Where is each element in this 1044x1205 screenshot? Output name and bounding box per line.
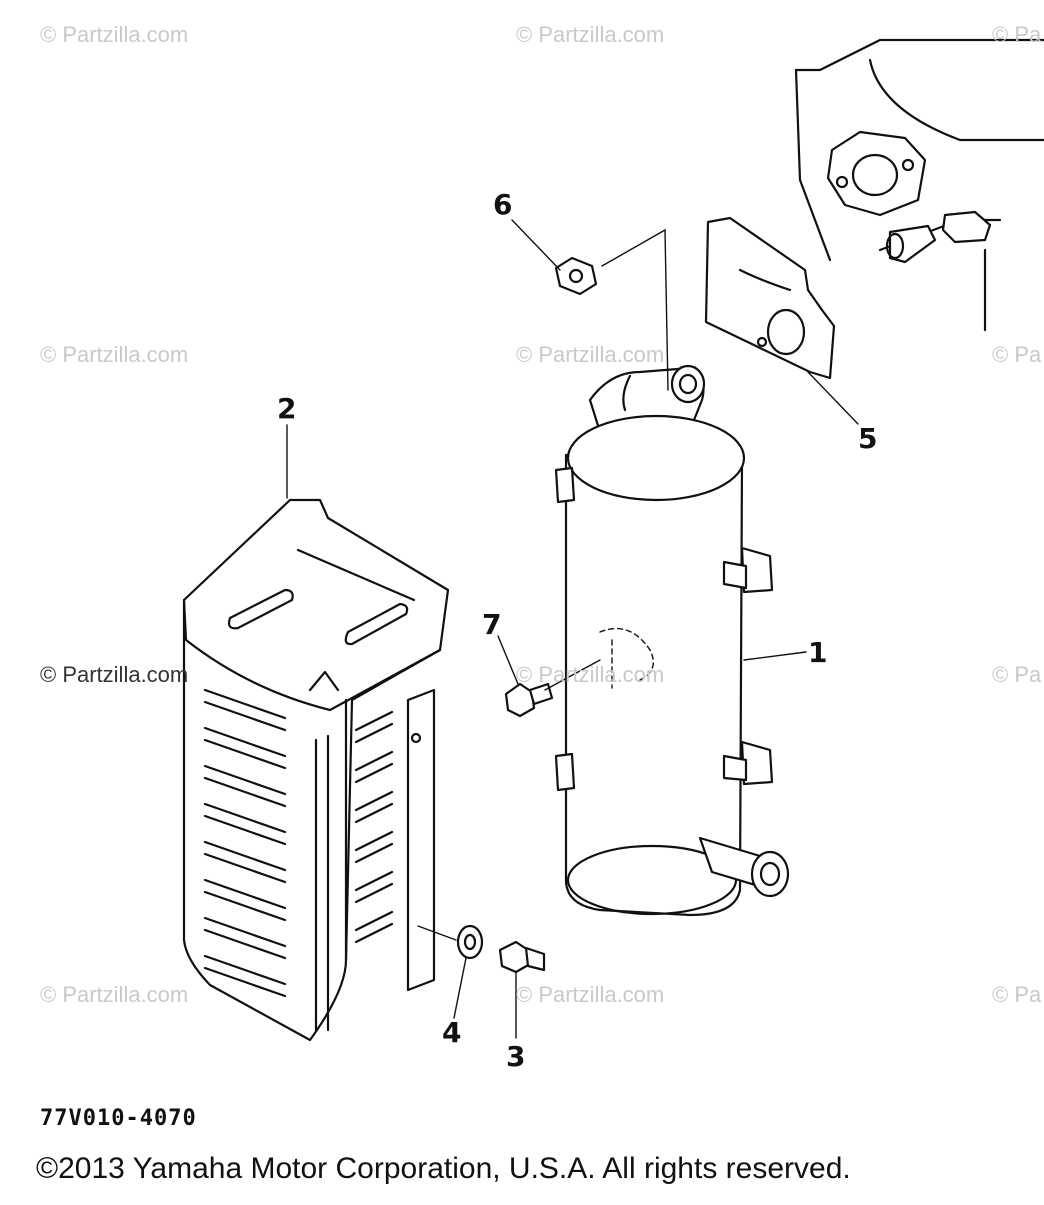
callout-part-5[interactable]: 5	[858, 422, 878, 455]
watermark: © Partzilla.com	[516, 982, 665, 1007]
diagram-code: 77V010-4070	[40, 1106, 197, 1131]
washer-part-4	[456, 924, 484, 960]
callout-part-7[interactable]: 7	[482, 608, 502, 641]
watermark: © Partzilla.com	[516, 22, 665, 47]
watermark: © Pa	[992, 22, 1042, 47]
callout-part-6[interactable]: 6	[493, 188, 513, 221]
leader-lines	[286, 219, 859, 1039]
watermark: © Pa	[992, 982, 1042, 1007]
vent-slots-left	[203, 688, 287, 998]
watermark: © Partzilla.com	[40, 662, 189, 687]
bolt-part-3	[498, 940, 546, 974]
callout-part-4[interactable]: 4	[442, 1016, 462, 1049]
watermark: © Pa	[992, 662, 1042, 687]
gasket-plate-part-5	[704, 216, 836, 380]
copyright-notice: ©2013 Yamaha Motor Corporation, U.S.A. A…	[36, 1152, 851, 1185]
heat-protector-part-2	[182, 498, 450, 1042]
engine-block-outline	[794, 38, 1044, 332]
vent-slots-right	[354, 710, 394, 944]
watermark: © Partzilla.com	[40, 22, 189, 47]
watermark: © Partzilla.com	[516, 662, 665, 687]
watermark: © Pa	[992, 342, 1042, 367]
callout-part-1[interactable]: 1	[808, 636, 828, 669]
callout-part-3[interactable]: 3	[506, 1040, 526, 1073]
callout-part-2[interactable]: 2	[277, 392, 297, 425]
muffler-part-1	[554, 364, 790, 917]
watermark: © Partzilla.com	[40, 982, 189, 1007]
nut-part-6	[554, 256, 598, 296]
watermark: © Partzilla.com	[40, 342, 189, 367]
watermark: © Partzilla.com	[516, 342, 665, 367]
bolt-part-7	[504, 682, 554, 718]
